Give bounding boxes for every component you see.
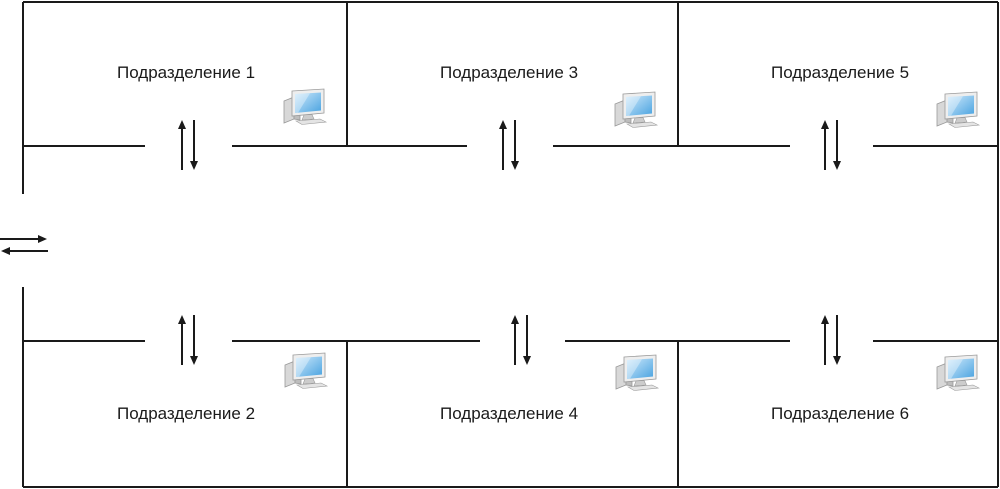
double-arrow-icon bbox=[177, 314, 199, 366]
room-label-5: Подразделение 5 bbox=[770, 63, 910, 82]
double-arrow-icon bbox=[510, 314, 532, 366]
double-arrow-icon bbox=[820, 119, 842, 171]
double-arrow-icon bbox=[177, 119, 199, 171]
room-label-2: Подразделение 2 bbox=[116, 404, 256, 423]
computer-icon bbox=[284, 352, 328, 389]
computer-icon bbox=[283, 88, 327, 125]
room-label-3: Подразделение 3 bbox=[439, 63, 579, 82]
double-arrow-icon bbox=[498, 119, 520, 171]
computer-icon bbox=[615, 354, 659, 391]
computer-icon bbox=[614, 91, 658, 128]
room-label-1: Подразделение 1 bbox=[116, 63, 256, 82]
double-arrow-icon bbox=[820, 314, 842, 366]
room-label-6: Подразделение 6 bbox=[770, 404, 910, 423]
walls bbox=[22, 1, 999, 488]
entrance-arrows-icon bbox=[0, 235, 48, 255]
computer-icon bbox=[936, 354, 980, 391]
room-label-4: Подразделение 4 bbox=[439, 404, 579, 423]
computer-icon bbox=[936, 91, 980, 128]
